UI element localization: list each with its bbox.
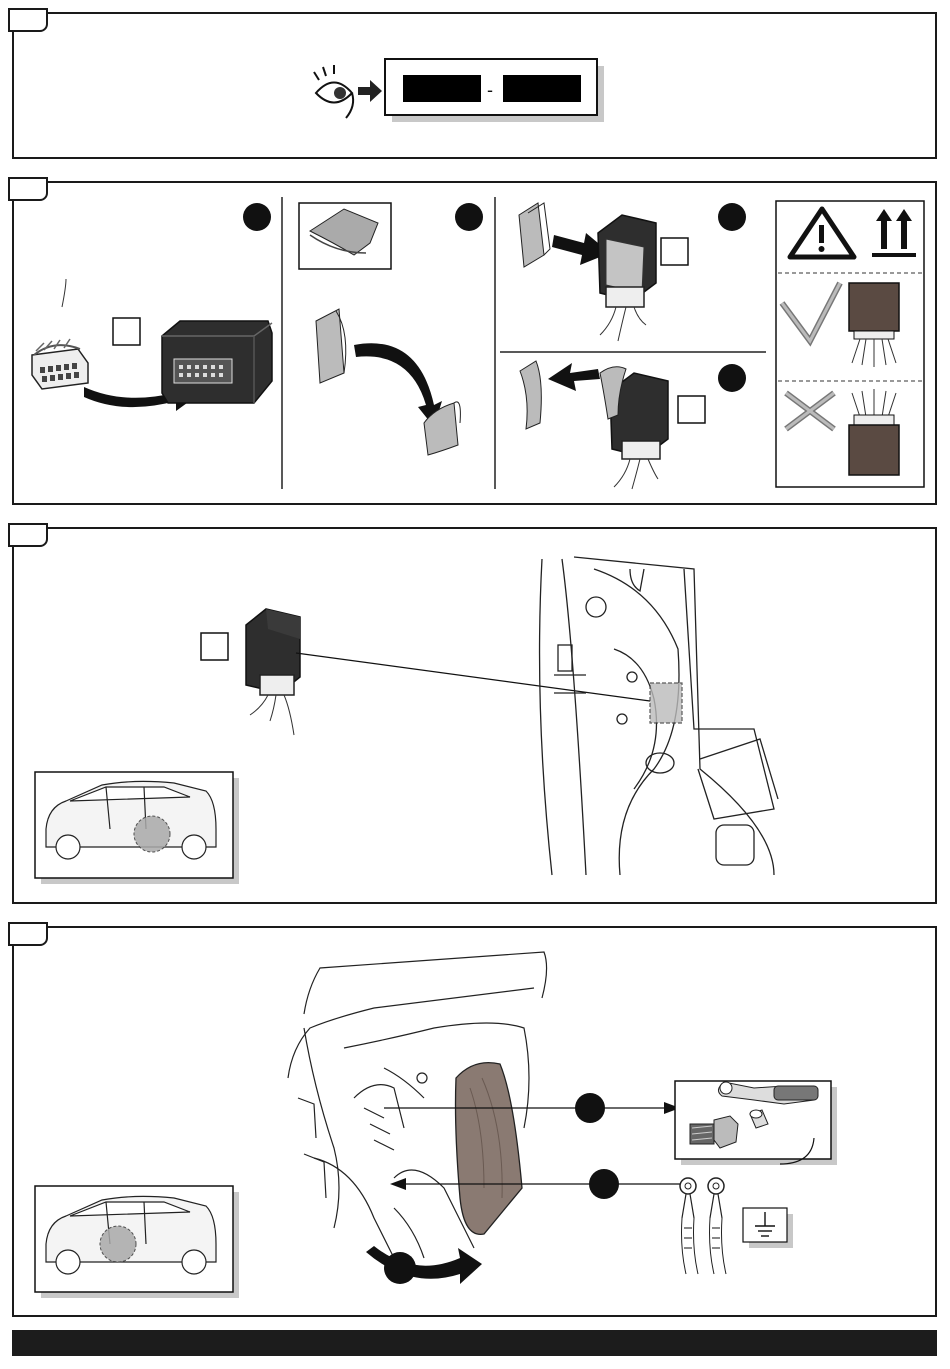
substep-a-marker bbox=[575, 1093, 605, 1123]
step-4-panel bbox=[12, 926, 937, 1317]
eye-icon bbox=[314, 65, 353, 118]
substep-3-marker bbox=[718, 203, 746, 231]
mounting-area-highlight bbox=[134, 816, 170, 852]
part-label-box-c bbox=[678, 396, 705, 423]
substep-b-marker bbox=[589, 1169, 619, 1199]
ground-area-highlight bbox=[100, 1226, 136, 1262]
step-2-panel bbox=[12, 181, 937, 505]
part-label-box-d bbox=[201, 633, 228, 660]
footer-bar bbox=[12, 1330, 937, 1356]
step-4-illustration bbox=[14, 928, 939, 1319]
substep-c-marker bbox=[384, 1252, 416, 1284]
module-with-pad bbox=[598, 215, 656, 341]
adhesive-pad-sheet bbox=[519, 203, 544, 267]
label-code-field-1 bbox=[403, 75, 481, 102]
substep-2-marker bbox=[455, 203, 483, 231]
step-1-illustration: - bbox=[14, 14, 939, 161]
curved-arrow-icon bbox=[354, 343, 442, 427]
step-3-panel bbox=[12, 527, 937, 904]
part-label-box-a bbox=[113, 318, 140, 345]
module-mount-position bbox=[650, 683, 682, 723]
label-code-field-2 bbox=[503, 75, 581, 102]
step-3-illustration bbox=[14, 529, 939, 906]
trunk-side-trim-panel bbox=[456, 1063, 523, 1235]
adhesive-pad-backing bbox=[316, 309, 344, 383]
panel-remove-arrow-icon bbox=[366, 1246, 482, 1284]
control-module-box bbox=[162, 321, 272, 403]
step-1-panel: - bbox=[12, 12, 937, 159]
label-separator: - bbox=[487, 80, 493, 100]
substep-4-marker bbox=[718, 364, 746, 392]
remove-arrow-icon bbox=[548, 363, 600, 391]
module-with-pad-backing bbox=[600, 367, 668, 489]
part-label-box-b bbox=[661, 238, 688, 265]
arrow-right-icon bbox=[358, 80, 382, 102]
control-module-mounted bbox=[246, 609, 300, 735]
substep-1-marker bbox=[243, 203, 271, 231]
ground-cable-left bbox=[680, 1178, 698, 1274]
wiring-connector-plug bbox=[32, 279, 88, 389]
callout-arrowhead-b bbox=[390, 1178, 406, 1190]
removed-pad-sheet bbox=[520, 361, 541, 429]
mounting-location-pointer bbox=[296, 653, 650, 701]
step-2-illustration bbox=[14, 183, 939, 507]
ground-cable-right bbox=[708, 1178, 726, 1274]
